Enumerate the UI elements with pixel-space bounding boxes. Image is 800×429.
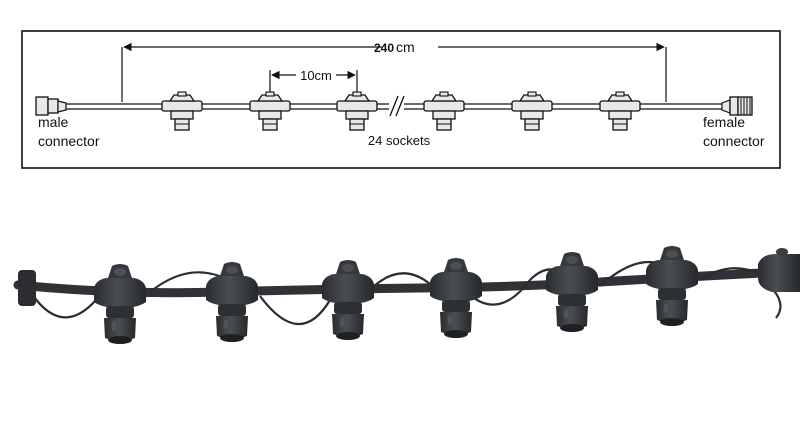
total-length-dimension: 240 cm [121,39,667,102]
female-connector-icon [721,96,753,116]
female-label-line2: connector [703,133,765,149]
photo-socket-4 [430,258,482,338]
photo-socket-5 [546,252,598,332]
string-light-diagram: 240 cm 10cm [0,0,800,200]
socket-spacing-label: 10cm [300,68,332,83]
photo-socket-3 [322,260,374,340]
socket-spacing-dimension: 10cm [269,68,358,95]
photo-socket-6 [646,246,698,326]
photo-left-end [18,270,36,306]
photo-socket-1 [94,264,146,344]
photo-right-end [758,248,800,292]
total-length-unit: cm [396,39,415,55]
male-connector-icon [35,96,67,116]
male-label-line2: connector [38,133,100,149]
female-label-line1: female [703,114,745,130]
string-light-photo [0,200,800,424]
diagram-frame [21,30,781,169]
socket-count-label: 24 sockets [368,133,431,148]
male-label-line1: male [38,114,69,130]
total-length-value: 240 [374,41,394,55]
cable-break-mark [389,95,405,117]
